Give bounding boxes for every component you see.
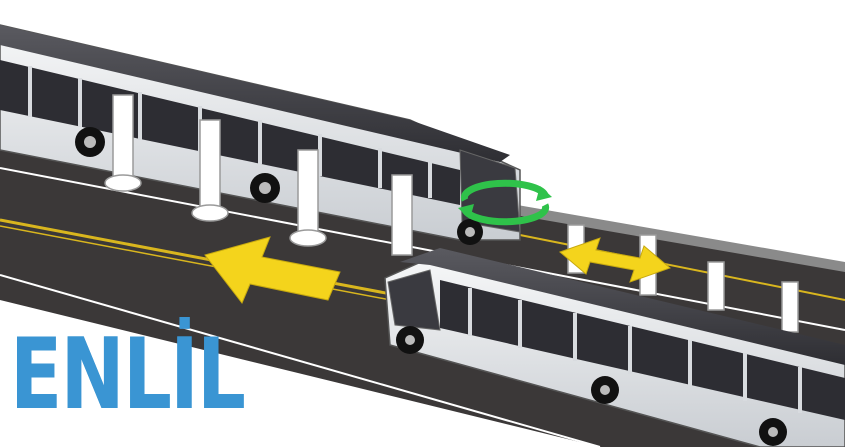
brand-logo-text: ENLİL: [10, 326, 244, 424]
